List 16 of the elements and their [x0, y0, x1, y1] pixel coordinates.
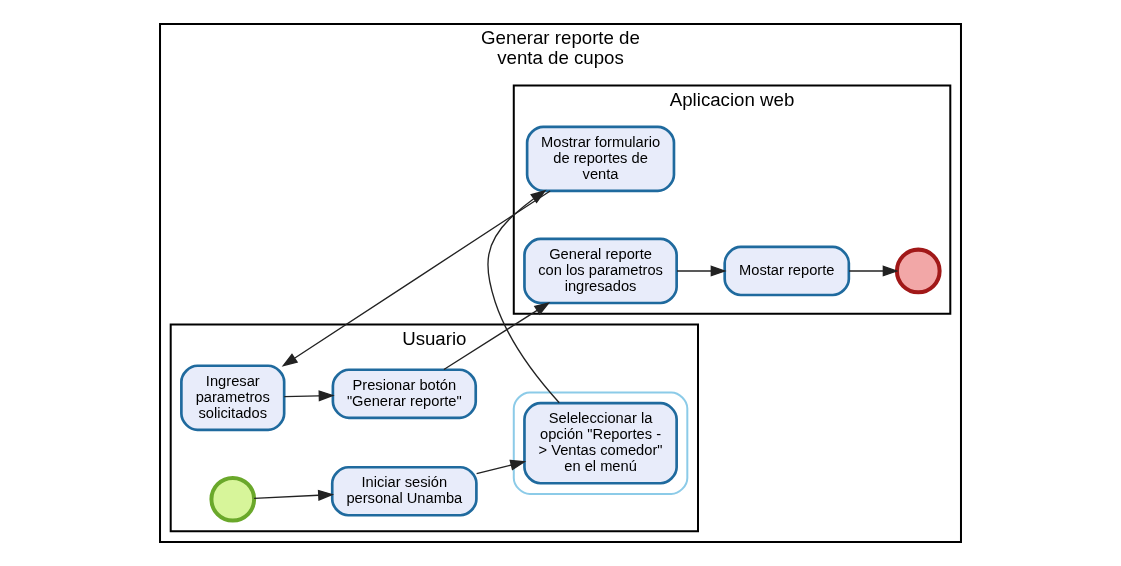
node-box: Iniciar sesión personal Unamba — [330, 465, 478, 517]
node-box: Seleleccionar la opción "Reportes - > Ventas comedor" en el menú — [523, 401, 678, 485]
cluster — [512, 391, 689, 495]
node-box: Mostar reporte — [723, 245, 851, 297]
node-circle — [894, 247, 942, 295]
arrow — [848, 265, 899, 277]
node-box: Mostrar formulario de reportes de venta — [525, 125, 676, 193]
arrow — [283, 390, 335, 402]
arrow — [475, 459, 527, 475]
arrow — [253, 489, 335, 501]
arrow — [676, 265, 727, 277]
arrow — [443, 302, 551, 371]
node-box: Presionar botón "Generar reporte" — [331, 368, 478, 420]
node-box: General reporte con los parametros ingresados — [523, 237, 678, 305]
node-box: Ingresar parametros solicitados — [180, 364, 286, 432]
node-circle — [209, 475, 257, 523]
